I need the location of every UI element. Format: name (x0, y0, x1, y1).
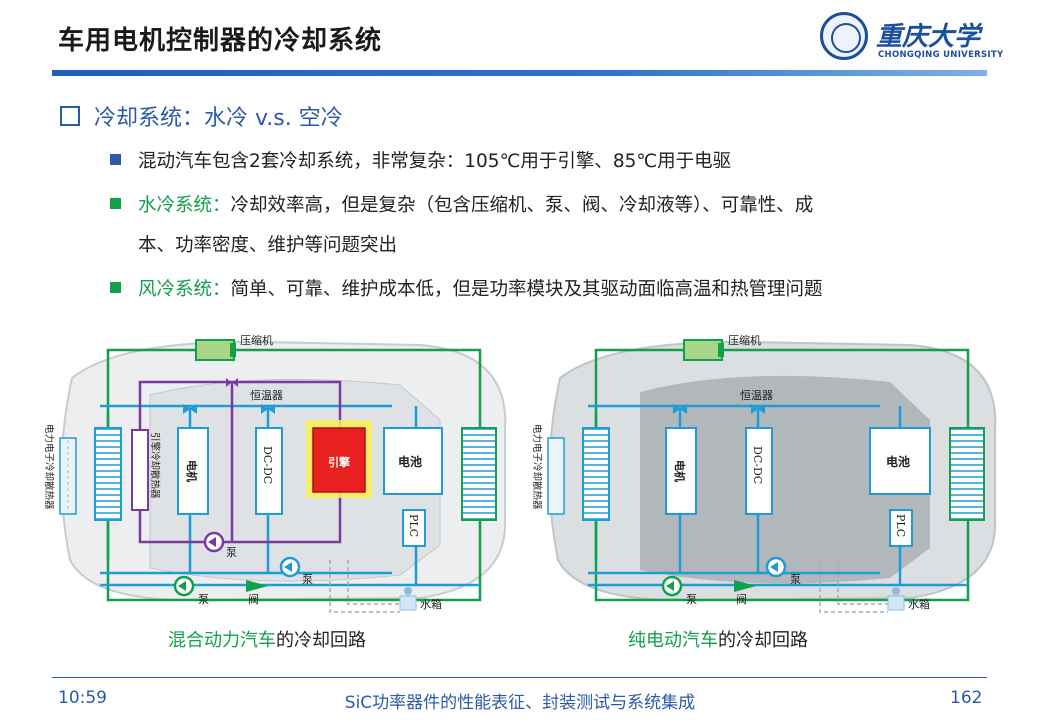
footer-time: 10:59 (58, 688, 107, 708)
dcdc-box (255, 427, 283, 515)
slide-title: 车用电机控制器的冷却系统 (58, 26, 383, 56)
label-compressor-right: 压缩机 (728, 333, 761, 347)
thermostat-icons-right (673, 404, 765, 414)
label-thermostat-right: 恒温器 (740, 389, 773, 402)
bullet-water-cooling: 水冷系统：冷却效率高，但是复杂（包含压缩机、泵、阀、冷却液等）、可靠性、成 (110, 188, 813, 224)
ev-cooling-circuit (547, 339, 997, 613)
label-thermostat-left: 恒温器 (250, 389, 283, 402)
bullet-hybrid: 混动汽车包含2套冷却系统，非常复杂：105℃用于引擎、85℃用于电驱 (110, 144, 731, 180)
label-pump-green-right: 泵 (686, 593, 697, 606)
motor-box (177, 427, 209, 515)
bullet-text: 冷却效率高，但是复杂（包含压缩机、泵、阀、冷却液等）、可靠性、成 (230, 195, 814, 216)
label-pump-blue-right: 泵 (790, 573, 801, 586)
logo-english-name: CHONGQING UNIVERSITY (878, 50, 1004, 60)
logo-chinese-name: 重庆大学 (876, 22, 981, 52)
label-tank-left: 水箱 (420, 597, 442, 611)
label-pump-green-left: 泵 (198, 593, 209, 606)
label-engine: 引擎 (328, 455, 350, 469)
bullet-water-cooling-cont: 本、功率密度、维护等问题突出 (138, 228, 397, 264)
label-dcdc-right: DC-DC (751, 446, 764, 484)
caption-ev-rest: 的冷却回路 (718, 630, 808, 651)
bullet-text: 混动汽车包含2套冷却系统，非常复杂：105℃用于引擎、85℃用于电驱 (138, 151, 732, 172)
footer-title: SiC功率器件的性能表征、封装测试与系统集成 (344, 693, 696, 713)
label-tank-right: 水箱 (908, 597, 930, 611)
label-plc-left: PLC (407, 514, 420, 537)
engine-radiator (131, 429, 149, 511)
bullet-prefix: 水冷系统： (138, 195, 231, 216)
car-roof-right (640, 375, 930, 584)
caption-hybrid-highlight: 混合动力汽车 (168, 630, 276, 651)
elec-radiator-left (94, 427, 122, 521)
label-compressor-left: 压缩机 (240, 333, 273, 347)
square-bullet-icon (110, 154, 121, 165)
label-plc-right: PLC (894, 514, 907, 537)
cooling-diagrams: 压缩机 恒温器 泵 泵 泵 阀 水箱 引擎 电池 电机 DC-DC PLC 电力… (43, 333, 997, 613)
footer-divider (52, 677, 987, 678)
compressor-icon (195, 339, 235, 361)
label-engine-radiator: 引擎冷却散热器 (149, 432, 161, 499)
water-tank-left (399, 595, 417, 611)
dcdc-box-right (745, 427, 773, 515)
bullet-text: 本、功率密度、维护等问题突出 (138, 235, 398, 256)
bullet-air-cooling: 风冷系统：简单、可靠、维护成本低，但是功率模块及其驱动面临高温和热管理问题 (110, 272, 823, 308)
radiator-right-ev (949, 427, 985, 521)
checkbox-bullet-icon (60, 106, 80, 126)
caption-hybrid-rest: 的冷却回路 (276, 630, 366, 651)
elec-radiator-right (582, 427, 610, 521)
label-pump-engine: 泵 (226, 546, 237, 559)
caption-hybrid: 混合动力汽车的冷却回路 (168, 626, 366, 652)
label-battery-left: 电池 (398, 454, 422, 469)
section-heading-text: 冷却系统：水冷 v.s. 空冷 (94, 106, 343, 131)
label-pump-blue-left: 泵 (302, 573, 313, 586)
label-valve-left: 阀 (248, 592, 259, 606)
water-tank-right (887, 595, 905, 611)
valve-right (734, 580, 756, 592)
battery-box (383, 427, 443, 495)
caption-ev: 纯电动汽车的冷却回路 (628, 626, 808, 652)
compressor-icon-right (683, 339, 723, 361)
university-logo: 重庆大学 CHONGQING UNIVERSITY (820, 12, 1003, 67)
plc-box (402, 509, 426, 547)
label-dcdc-left: DC-DC (261, 446, 274, 484)
label-motor-left: 电机 (185, 460, 199, 482)
fan-right (547, 437, 565, 515)
label-elec-radiator-left: 电力电子冷却散热器 (43, 424, 55, 510)
label-valve-right: 阀 (736, 592, 747, 606)
caption-ev-highlight: 纯电动汽车 (628, 630, 718, 651)
square-bullet-icon (110, 198, 121, 209)
battery-box-right (869, 427, 931, 495)
bullet-prefix: 风冷系统： (138, 279, 231, 300)
section-heading: 冷却系统：水冷 v.s. 空冷 (60, 100, 343, 132)
label-elec-radiator-right: 电力电子冷却散热器 (531, 424, 543, 510)
valve-left (246, 580, 268, 592)
hybrid-cooling-circuit (59, 339, 507, 613)
university-seal-icon (820, 12, 868, 60)
engine-box (312, 427, 366, 493)
motor-box-right (665, 427, 697, 515)
thermostat-icons-left (183, 378, 275, 414)
radiator-right-hybrid (461, 427, 497, 521)
blue-pipes-left (100, 404, 480, 587)
title-underline (52, 70, 987, 76)
plc-box-right (889, 509, 913, 547)
bullet-text: 简单、可靠、维护成本低，但是功率模块及其驱动面临高温和热管理问题 (230, 279, 823, 300)
page-number: 162 (950, 688, 983, 708)
label-motor-right: 电机 (673, 460, 687, 482)
square-bullet-icon (110, 282, 121, 293)
label-battery-right: 电池 (886, 454, 910, 469)
